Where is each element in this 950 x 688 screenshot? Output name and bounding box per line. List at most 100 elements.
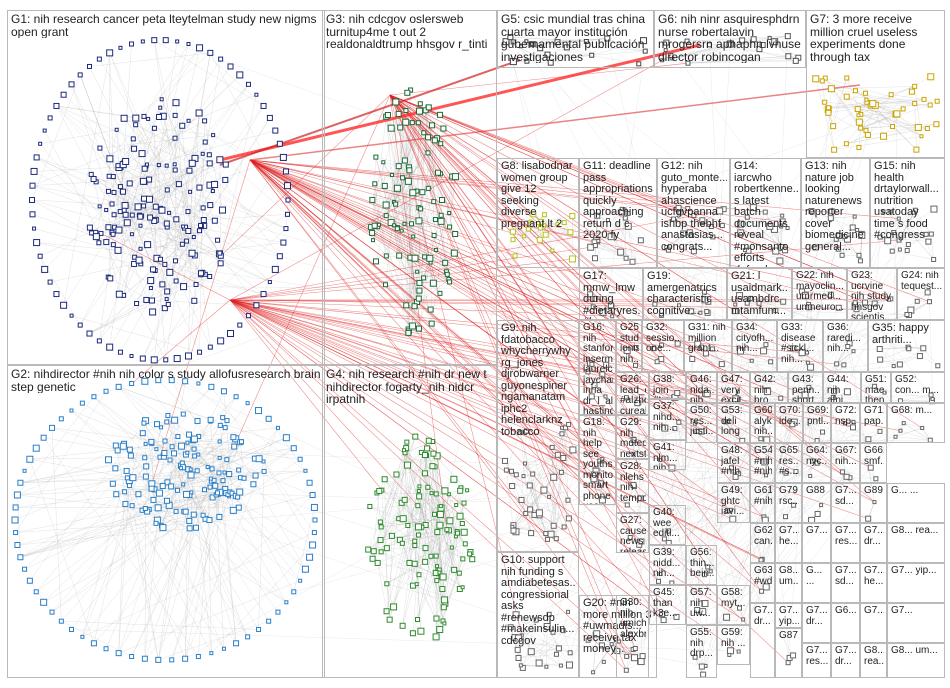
node <box>430 464 435 469</box>
node <box>451 250 457 256</box>
node <box>310 542 316 548</box>
node <box>628 632 632 636</box>
node <box>866 437 871 442</box>
node <box>50 610 54 614</box>
node <box>403 222 406 225</box>
node <box>441 126 446 131</box>
node <box>821 430 825 434</box>
node <box>115 128 118 131</box>
node <box>151 267 156 272</box>
node <box>829 209 834 214</box>
node <box>284 227 288 231</box>
node <box>827 106 831 110</box>
edge <box>110 223 128 347</box>
node <box>412 255 418 261</box>
node <box>237 489 243 495</box>
node <box>89 172 93 176</box>
node <box>172 417 178 423</box>
node <box>551 630 555 634</box>
node <box>277 141 282 146</box>
node <box>135 204 141 210</box>
edge <box>250 160 805 395</box>
node <box>148 215 153 220</box>
node <box>634 363 638 367</box>
edge <box>390 95 765 520</box>
node <box>187 432 192 437</box>
node <box>432 200 436 204</box>
node <box>404 303 409 308</box>
node <box>878 235 882 239</box>
node <box>251 482 256 487</box>
node <box>174 509 178 513</box>
node <box>165 188 169 192</box>
node <box>885 238 891 244</box>
node <box>13 505 18 510</box>
node <box>781 214 784 217</box>
node <box>662 537 666 541</box>
node <box>382 161 385 164</box>
node <box>791 346 796 351</box>
node <box>208 485 212 489</box>
node <box>562 525 566 529</box>
node <box>189 160 195 166</box>
edge <box>264 461 313 545</box>
node <box>149 287 152 290</box>
node <box>432 512 436 516</box>
node <box>927 300 931 304</box>
edge <box>597 216 598 241</box>
node <box>176 434 180 438</box>
node <box>150 309 156 315</box>
node <box>815 461 819 465</box>
edge <box>904 423 931 440</box>
node <box>97 241 101 245</box>
node <box>427 255 433 261</box>
node <box>104 240 109 245</box>
node <box>653 302 657 306</box>
node <box>216 238 220 242</box>
node <box>227 472 232 477</box>
node <box>628 535 632 539</box>
node <box>686 61 690 65</box>
edge <box>110 53 114 193</box>
node <box>197 185 202 190</box>
node <box>525 59 529 63</box>
edge <box>96 182 834 391</box>
node <box>660 612 665 617</box>
node <box>534 618 538 622</box>
node <box>266 416 271 421</box>
edge <box>378 563 387 611</box>
node <box>666 248 670 252</box>
node <box>608 234 614 240</box>
node <box>920 135 923 138</box>
node <box>780 225 783 228</box>
node <box>48 280 52 284</box>
node <box>180 123 185 128</box>
node <box>551 249 554 252</box>
node <box>820 79 824 83</box>
node <box>41 435 46 440</box>
node <box>643 49 647 53</box>
edge <box>727 477 847 617</box>
node <box>61 302 67 308</box>
node <box>135 302 139 306</box>
node <box>435 530 440 535</box>
node <box>813 245 818 250</box>
edge <box>20 497 237 557</box>
node <box>110 481 115 486</box>
node <box>140 356 145 361</box>
edge <box>390 95 891 299</box>
node <box>426 105 431 110</box>
node <box>913 84 917 88</box>
node <box>624 256 628 260</box>
node <box>515 635 521 641</box>
node <box>601 457 604 460</box>
node <box>405 90 410 95</box>
node <box>450 546 453 549</box>
node <box>434 554 438 558</box>
node <box>618 249 624 255</box>
node <box>599 481 604 486</box>
node <box>165 420 169 424</box>
edge <box>677 314 907 393</box>
node <box>844 389 850 395</box>
node <box>165 289 170 294</box>
